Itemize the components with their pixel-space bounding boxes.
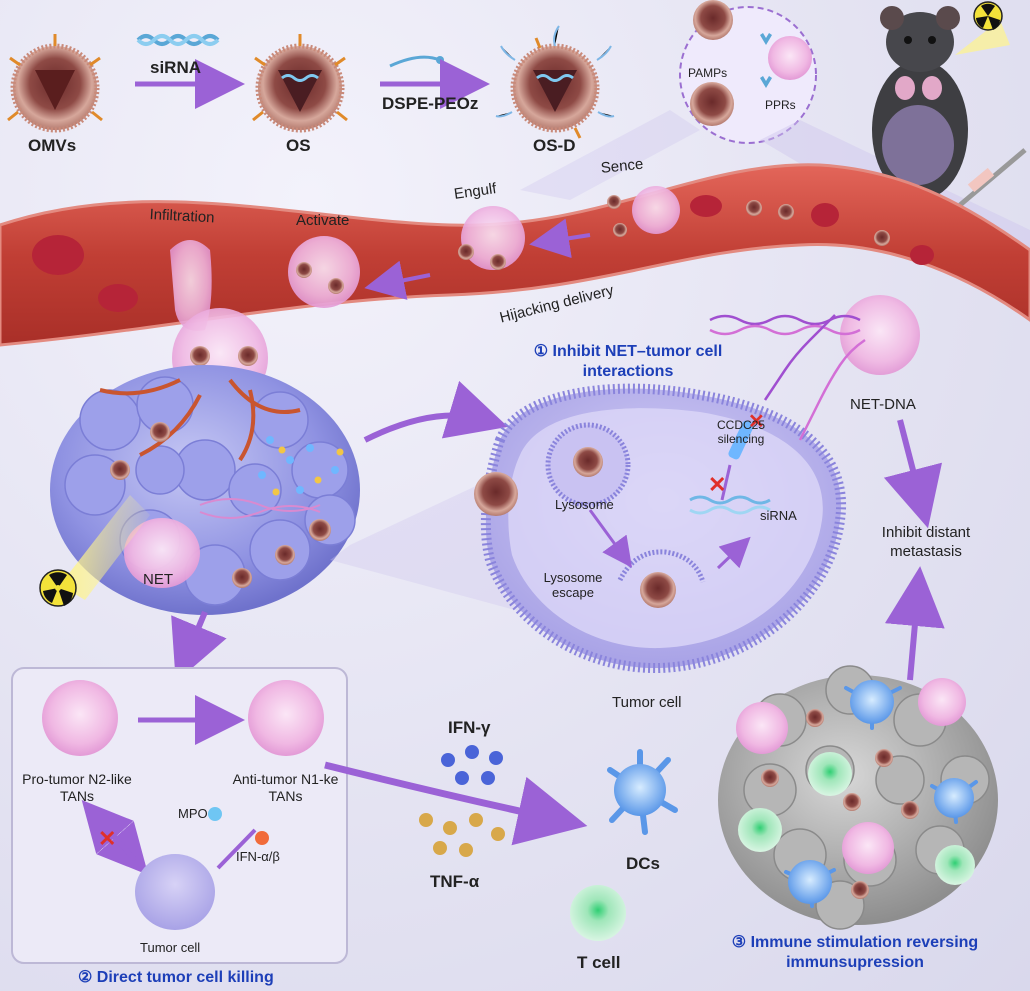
label-osd: OS-D [533, 136, 576, 155]
neutrophil-sence [632, 186, 680, 234]
dspe-chain-icon [389, 55, 441, 68]
radiation-beam [60, 495, 150, 600]
tumor-cell-box [135, 854, 215, 930]
radiation-icon-left [39, 569, 77, 607]
n2-tan [42, 680, 118, 756]
label-immune-stim: ③ Immune stimulation reversing immunsupr… [731, 934, 979, 971]
svg-text:✕: ✕ [98, 826, 116, 851]
label-lysosome-escape: Lysosome escape [543, 570, 603, 600]
tumor-cell-center: ✕ ✕ [480, 383, 847, 674]
net-neutrophil [124, 518, 200, 588]
label-ifn-g: IFN-γ [448, 718, 491, 737]
sirna-strand-icon [136, 34, 220, 46]
immune-tumor [718, 665, 998, 930]
label-sirna-top: siRNA [150, 58, 202, 77]
label-tumor-cell-center: Tumor cell [612, 694, 682, 711]
svg-text:✕: ✕ [748, 411, 765, 433]
os-particle [252, 34, 348, 133]
omvs-particle [7, 34, 103, 133]
label-tumor-cell-box: Tumor cell [140, 940, 201, 955]
label-inhibit-net: ① Inhibit NET–tumor cell interactions [533, 343, 723, 380]
label-tnf-a: TNF-α [430, 872, 480, 891]
t-cell [570, 885, 626, 941]
label-infiltration: Infiltration [149, 206, 215, 227]
label-lysosome: Lysosome [555, 497, 614, 512]
label-anti-tumor: Anti-tumor N1-ke TANs [232, 771, 339, 804]
dendritic-cell [607, 749, 678, 835]
label-pro-tumor: Pro-tumor N2-like TANs [22, 771, 132, 804]
label-inhibit-distant: Inhibit distant metastasis [881, 524, 971, 560]
label-pprs: PPRs [765, 98, 796, 112]
osd-particle [495, 25, 615, 139]
svg-text:✕: ✕ [708, 472, 726, 497]
label-sirna-cell: siRNA [760, 508, 797, 523]
label-t-cell: T cell [577, 953, 621, 972]
label-activate: Activate [296, 212, 350, 229]
neutrophil-engulf [461, 206, 525, 270]
os-d-entering-cell [474, 472, 518, 516]
label-dspe: DSPE-PEOz [382, 94, 479, 113]
label-mpo: MPO [178, 806, 208, 821]
label-os: OS [286, 136, 311, 155]
label-dcs: DCs [626, 854, 661, 873]
label-direct-killing: ② Direct tumor cell killing [78, 969, 274, 986]
label-ifn-ab: IFN-α/β [236, 849, 280, 864]
n1-tan [248, 680, 324, 756]
label-ccdc25: CCDC25 silencing [716, 418, 765, 446]
mouse-illustration [872, 1, 1027, 207]
label-net: NET [143, 571, 173, 588]
net-dna [709, 295, 920, 441]
label-omvs: OMVs [28, 136, 77, 155]
label-pamps: PAMPs [688, 66, 728, 80]
label-net-dna: NET-DNA [850, 396, 916, 413]
